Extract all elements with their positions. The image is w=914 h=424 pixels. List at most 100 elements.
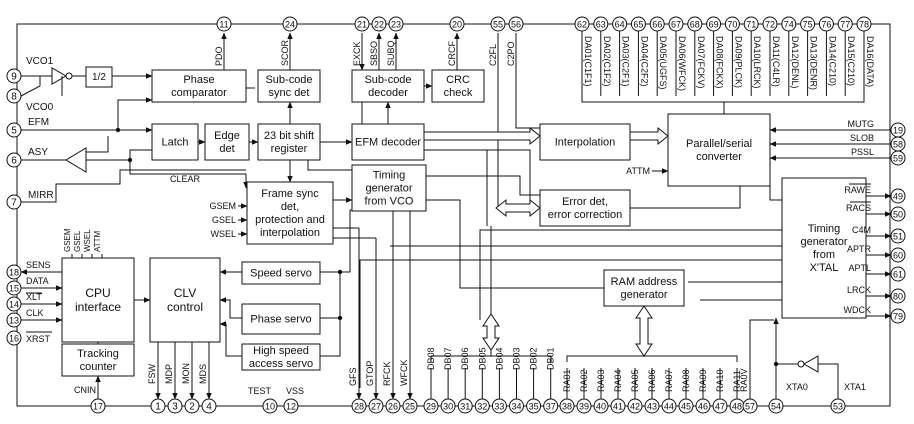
pin-42 (627, 398, 643, 414)
pin-13 (6, 312, 22, 328)
pin-number: 16 (9, 334, 19, 344)
block-phase-comparator (151, 69, 247, 103)
pin-label: APTL (848, 263, 871, 273)
pin-20 (449, 16, 465, 32)
wire (219, 321, 242, 357)
wire (630, 186, 741, 209)
pin-label-asy: ASY (28, 147, 48, 158)
gsel-label: GSEL (212, 215, 236, 225)
pin-number: 47 (715, 402, 725, 412)
pin-label-vss: VSS (286, 386, 304, 396)
pin-31 (457, 398, 473, 414)
pin-number: 6 (11, 156, 17, 167)
pin-label-xlt: XLT (26, 292, 42, 302)
pin-label-pdo: PDO (214, 46, 224, 66)
pin-number: 45 (681, 402, 691, 412)
ra-pin-label: RA11 (732, 370, 742, 392)
pin-label-mon: MON (181, 363, 191, 384)
pin-49 (890, 188, 906, 204)
block-tracking-counter-label: Tracking (77, 348, 119, 360)
pin-46 (695, 398, 711, 414)
pin-41 (610, 398, 626, 414)
block-error-det-label: error correction (548, 209, 623, 221)
block-timing-vco-label: generator (365, 183, 412, 195)
pin-number: 28 (354, 402, 364, 412)
pin-number: 14 (9, 300, 19, 310)
pin-label-vco0: VCO0 (26, 102, 54, 113)
da-pin-label: DA04(C2F2) (639, 36, 649, 87)
pin-11 (216, 16, 232, 32)
wire (581, 96, 724, 103)
block-efm-decoder (351, 123, 425, 161)
block-speed-servo-label: Speed servo (250, 268, 312, 280)
pin-number: 41 (613, 402, 623, 412)
block-ps-converter (667, 113, 771, 187)
wire (21, 169, 246, 203)
ra-pin-label: RA01 (562, 369, 572, 392)
pin-label-c2po: C2PO (506, 41, 516, 66)
pin-number: 75 (803, 20, 813, 30)
pin-label-subq: SUBQ (386, 40, 396, 66)
pin-number: 8 (11, 92, 17, 103)
pin-number: 59 (893, 154, 903, 164)
block-crc-check (431, 69, 485, 103)
pin-15 (6, 280, 22, 296)
pin-number: 17 (93, 402, 103, 412)
pin-79 (890, 308, 906, 324)
pin-23 (388, 16, 404, 32)
pin-number: 70 (727, 20, 737, 30)
ra-pin-label: RA09 (698, 369, 708, 392)
pin-number: 39 (579, 402, 589, 412)
pin-22 (371, 16, 387, 32)
pin-64 (612, 16, 628, 32)
da-pin-label: DA02(C1F2) (602, 36, 612, 87)
pin-70 (724, 16, 740, 32)
pin-number: 40 (596, 402, 606, 412)
pin-number: 27 (371, 402, 381, 412)
pin-label-c2fl: C2FL (488, 44, 498, 66)
wire (426, 199, 604, 289)
ra-pin-label: RA04 (613, 369, 623, 392)
block-edge-det-label: det (219, 143, 234, 155)
wire (86, 149, 152, 161)
pin-label-test: TEST (248, 386, 272, 396)
wire (515, 33, 540, 129)
da-pin-label: DA13(DENR) (809, 36, 819, 90)
da-pin-label: DA12(DENL) (790, 36, 800, 89)
pin-number: 69 (709, 20, 719, 30)
block-clv-control-label: control (167, 300, 203, 314)
pin-43 (644, 398, 660, 414)
pin-label: RACS (846, 203, 871, 213)
db-pin-label: DB05 (477, 347, 487, 370)
pin-number: 48 (732, 402, 742, 412)
block-crc-check-label: check (444, 87, 473, 99)
pin-60 (890, 247, 906, 263)
pin-number: 74 (784, 20, 794, 30)
junction-dot (773, 361, 779, 367)
pin-26 (385, 398, 401, 414)
block-ps-converter-label: converter (696, 151, 742, 163)
pin-number: 22 (374, 20, 384, 30)
pin-number: 54 (771, 402, 781, 412)
pin-14 (6, 296, 22, 312)
block-tracking-counter-label: counter (80, 361, 117, 373)
block-efm-decoder-label: EFM decoder (355, 137, 421, 149)
block-shift-register-label: register (271, 143, 308, 155)
pin-label: PSSL (851, 147, 874, 157)
pin-number: 57 (745, 402, 755, 412)
pin-number: 38 (562, 402, 572, 412)
block-phase-comparator-label: comparator (171, 87, 227, 99)
pin-37 (543, 398, 559, 414)
block-ram-address-label: generator (620, 289, 667, 301)
pin-65 (630, 16, 646, 32)
attm-label: ATTM (626, 166, 650, 176)
pin-3 (167, 398, 183, 414)
pin-40 (593, 398, 609, 414)
block-speed-servo (241, 261, 321, 285)
block-clv-control-label: CLV (174, 286, 196, 300)
cpu-gsel-label: GSEL (73, 230, 82, 252)
signal-wires (20, 31, 892, 400)
pin-77 (837, 16, 853, 32)
pin-35 (526, 398, 542, 414)
